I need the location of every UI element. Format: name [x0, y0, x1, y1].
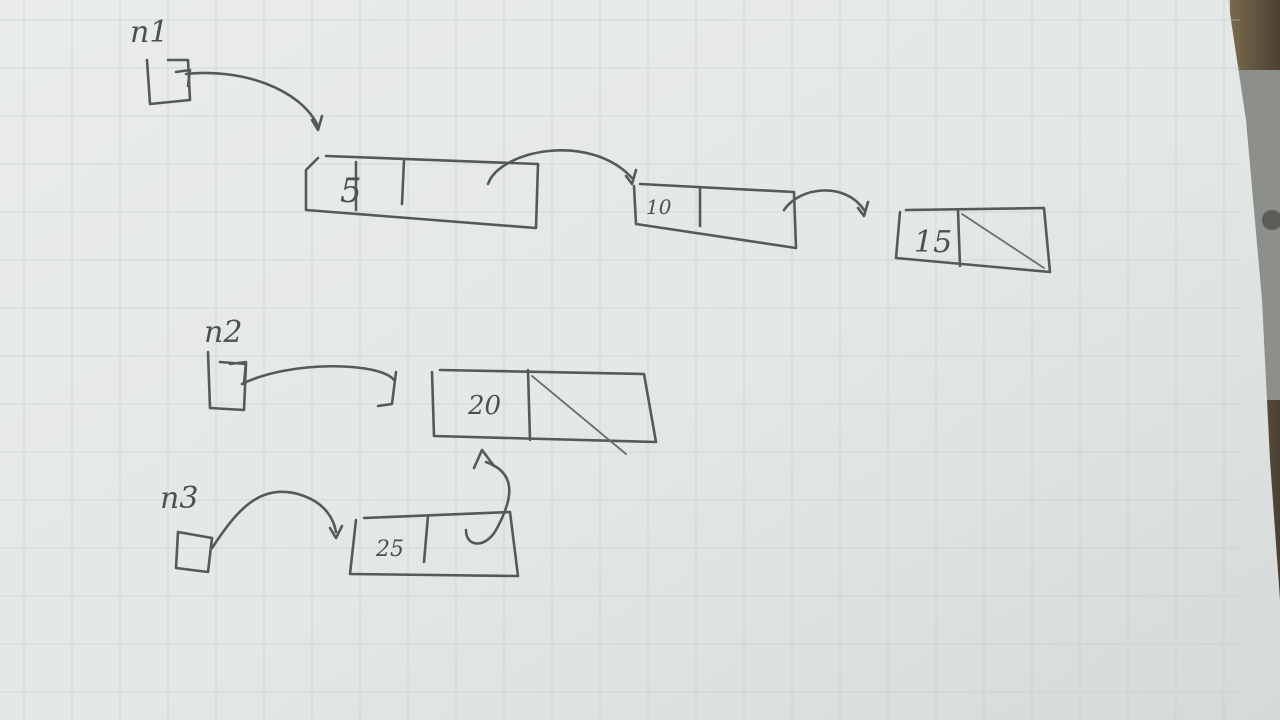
- node-value-5: 5: [340, 171, 362, 211]
- pointer-arrow-n1-to-node-5: [184, 71, 320, 128]
- variable-label-n3: n3: [160, 481, 198, 516]
- node-value-20: 20: [467, 391, 501, 421]
- null-slash-node-15: [961, 213, 1045, 269]
- node-box-15: [894, 206, 1052, 274]
- node-value-15: 15: [914, 225, 952, 260]
- pointer-arrow-node-25-to-node-20: [464, 460, 511, 545]
- arrowhead-node-10: [856, 200, 870, 218]
- arrowhead-node-5: [624, 168, 638, 186]
- pointer-arrow-node-5-to-node-10: [486, 149, 634, 186]
- variable-label-n2: n2: [204, 315, 242, 350]
- node-15-divider: [956, 208, 962, 268]
- node-25-divider: [422, 514, 430, 564]
- node-5-next-divider: [400, 158, 406, 206]
- null-slash-node-20: [531, 375, 627, 455]
- pointer-arrow-node-10-to-node-15: [782, 189, 866, 212]
- node-box-10: [632, 182, 798, 250]
- pointer-arrow-n2-to-node-20: [240, 364, 396, 386]
- node-value-10: 10: [646, 195, 672, 219]
- node-box-25: [348, 510, 520, 578]
- variable-box-n3: [174, 530, 214, 574]
- arrowhead-n3: [328, 524, 344, 540]
- variable-box-n2-inner: [228, 360, 248, 386]
- arrowhead-node-25: [472, 448, 496, 470]
- arrowhead-n1: [310, 114, 324, 132]
- arrowhead-n2: [376, 370, 398, 408]
- node-box-5: [304, 154, 540, 230]
- node-value-25: 25: [375, 537, 404, 562]
- binder-hole: [1262, 210, 1280, 230]
- variable-box-n1-inner: [174, 68, 192, 88]
- variable-label-n1: n1: [130, 15, 168, 50]
- node-20-divider: [526, 368, 532, 442]
- node-box-20: [430, 368, 658, 444]
- pointer-arrow-n3-to-node-25: [210, 490, 338, 550]
- variable-box-n1: [145, 58, 192, 106]
